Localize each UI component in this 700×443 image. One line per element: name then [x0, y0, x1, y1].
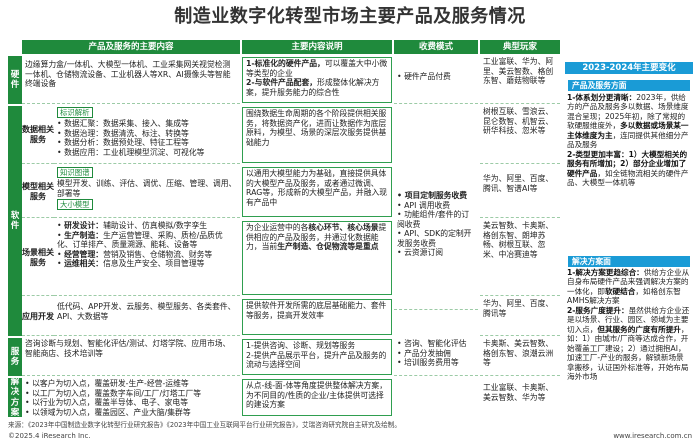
sub-model: 模型相关服务: [22, 166, 54, 218]
service-description: 1-提供咨询、诊断、规划等服务 2-提供产品展示平台，提升产品及服务的流动与选择…: [242, 339, 392, 375]
scene-item: 生产制造：生产运营管理、采购、质检/品质优化、订单排产、质量溯源、能耗、设备等: [57, 231, 237, 250]
hardware-description: 1-标准化的硬件产品，可以覆盖大中小微等类型的企业 2-与软件产品配套，形成整体…: [242, 57, 392, 103]
data-items: 数据汇聚：数据采集、接入、集成等 数据治理：数据清洗、标注、转换等 数据分析：数…: [57, 119, 237, 157]
scene-description: 为企业运营中的各核心环节、核心场景提供相应的产品及服务，并通过化数据能力，当前生…: [242, 221, 392, 295]
group-software: 软件: [8, 106, 22, 336]
hw-desc-rest: 可以覆盖大中小微等类型的企业: [246, 59, 388, 78]
header-fee-model: 收费模式: [394, 40, 478, 54]
group-service: 服务: [8, 338, 22, 376]
data-item: 数据应用：工业机理模型沉淀、可视化等: [57, 148, 237, 158]
app-description: 提供软件开发所需的底层基础能力、套件等服务，提高开发效率: [242, 299, 392, 335]
source-note: 来源：《2023年中国制造业数字化转型行业研究报告》《2023年中国工业互联网平…: [8, 421, 401, 429]
changes-header: 2023-2024年主要变化: [565, 62, 693, 74]
changes-sub-solutions: 解决方案面: [568, 256, 690, 267]
changes-sub-products: 产品及服务方面: [568, 80, 690, 91]
service-players: 卡奥斯、美云智数、格创东智、浪潮云洲等: [480, 338, 560, 376]
hw-desc-bold2: 2-与软件产品配套，: [246, 78, 318, 87]
app-content: 低代码、APP开发、云服务、模型服务、各类套件、API、大数据等: [54, 298, 240, 336]
hw-desc-bold: 1-标准化的硬件产品，: [246, 59, 325, 68]
data-description: 围绕数据生命周期的各个阶段提供相关服务，将数据资产化，进而让数据作为底层原料，为…: [242, 107, 392, 163]
solution-description: 从点-线-面-体等角度提供整体解决方案，为不同目的/性质的企业/主体提供可选择的…: [242, 379, 392, 416]
tag-knowledge-graph: 知识图谱: [57, 167, 93, 179]
service-content: 咨询诊断与规划、智能化评估/测试、灯塔学院、应用市场、智能商店、技术培训等: [22, 338, 240, 376]
solution-item: 以工厂为切入点，覆盖数字车间/工厂/灯塔工厂等: [25, 389, 237, 399]
model-text: 模型开发、训练、评估、调优、压缩、管理、调用、部署等: [57, 179, 237, 198]
fee-item: API、SDK的定制开发服务收费: [397, 229, 475, 248]
header-content: 产品及服务的主要内容: [22, 40, 240, 54]
fee-item: API 调用收费: [397, 201, 475, 211]
data-players: 树根互联、雪浪云、昆仑数智、机智云、研华科技、忽米等: [480, 106, 560, 164]
group-solution: 解决方案: [8, 377, 22, 418]
products-table: 产品及服务的主要内容 主要内容说明 收费模式 典型玩家 硬件 软件 服务 解决方…: [8, 40, 560, 418]
model-content: 知识图谱 模型开发、训练、评估、调优、压缩、管理、调用、部署等 大小模型: [54, 166, 240, 218]
group-hardware: 硬件: [8, 56, 22, 104]
header-description: 主要内容说明: [242, 40, 392, 54]
model-players: 华为、阿里、百度、腾讯、智谱AI等: [480, 166, 560, 218]
data-item: 数据治理：数据清洗、标注、转换等: [57, 129, 237, 139]
scene-players: 美云智数、卡奥斯、格创东智、朗坤苏畅、树根互联、忽米、中冶赛迪等: [480, 220, 560, 296]
scene-item: 研发设计：辅助设计、仿真模拟/数字孪生: [57, 221, 237, 231]
sub-scene: 场景相关服务: [22, 220, 54, 296]
scene-item: 运维相关：信息及生产安全、项目管理等: [57, 259, 237, 269]
changes-products-body: 1-体系划分更清晰：2023年，供给方的产品及服务多以数据、场景维度混合呈现；2…: [567, 93, 689, 188]
data-item: 数据分析：数据预处理、特征工程等: [57, 138, 237, 148]
header-players: 典型玩家: [480, 40, 560, 54]
scene-item: 经营管理：营销及销售、仓储物流、财务等: [57, 250, 237, 260]
fee-item: 功能组件/套件的订阅收费: [397, 210, 475, 229]
solution-item: 以领域为切入点，覆盖园区、产业大脑/集群等: [25, 408, 237, 418]
hardware-content: 边缘算力盒/一体机、大模型一体机、工业采集网关视觉检测一体机、仓储物流设备、工业…: [22, 56, 240, 104]
solution-players: 工业富联、卡奥斯、美云智数、华为等: [483, 383, 554, 402]
data-content: 标识解析 数据汇聚：数据采集、接入、集成等 数据治理：数据清洗、标注、转换等 数…: [54, 106, 240, 164]
tag-models: 大小模型: [57, 199, 93, 211]
data-item: 数据汇聚：数据采集、接入、集成等: [57, 119, 237, 129]
model-description: 以通用大模型能力为基础，直接提供具体的大模型产品及服务，或者通过微调、RAG等，…: [242, 167, 392, 217]
solution-content: 以客户为切入点，覆盖研发-生产-经营-运维等 以工厂为切入点，覆盖数字车间/工厂…: [22, 378, 240, 417]
scene-content: 研发设计：辅助设计、仿真模拟/数字孪生 生产制造：生产运营管理、采购、质检/品质…: [54, 220, 240, 296]
hw-desc-rest2: 形成整体化解决方案，提升服务能力的综合性: [246, 78, 380, 97]
fee-item: 云资源订阅: [397, 248, 475, 258]
site-url: www.iresearch.com.cn: [613, 432, 692, 440]
software-fee: • 项目定制服务收费 API 调用收费 功能组件/套件的订阅收费 API、SDK…: [394, 190, 478, 310]
service-fee: • 咨询、智能化评估 • 产品分发抽佣 • 培训服务费用等: [394, 338, 478, 376]
sub-app: 应用开发: [22, 298, 54, 336]
hardware-players: 工业富联、华为、阿里、美云智数、格创东智、蘑菇物联等: [480, 56, 560, 104]
app-players: 华为、阿里、百度、腾讯等: [480, 298, 560, 336]
changes-solutions-body: 1-解决方案更趋综合：供给方企业从自身布局硬件产品来强调解决方案的一体化，即软硬…: [567, 268, 690, 382]
sub-data: 数据相关服务: [22, 106, 54, 164]
tag-identifier: 标识解析: [57, 107, 93, 119]
page-title: 制造业数字化转型市场主要产品及服务情况: [174, 6, 526, 27]
copyright: ©2025.4 iResearch Inc.: [8, 432, 91, 440]
hardware-fee: • 硬件产品付费: [394, 56, 478, 104]
solution-item: 以客户为切入点，覆盖研发-生产-经营-运维等: [25, 379, 237, 389]
solution-item: 以行业为切入点，覆盖半导体、电子、家电等: [25, 398, 237, 408]
